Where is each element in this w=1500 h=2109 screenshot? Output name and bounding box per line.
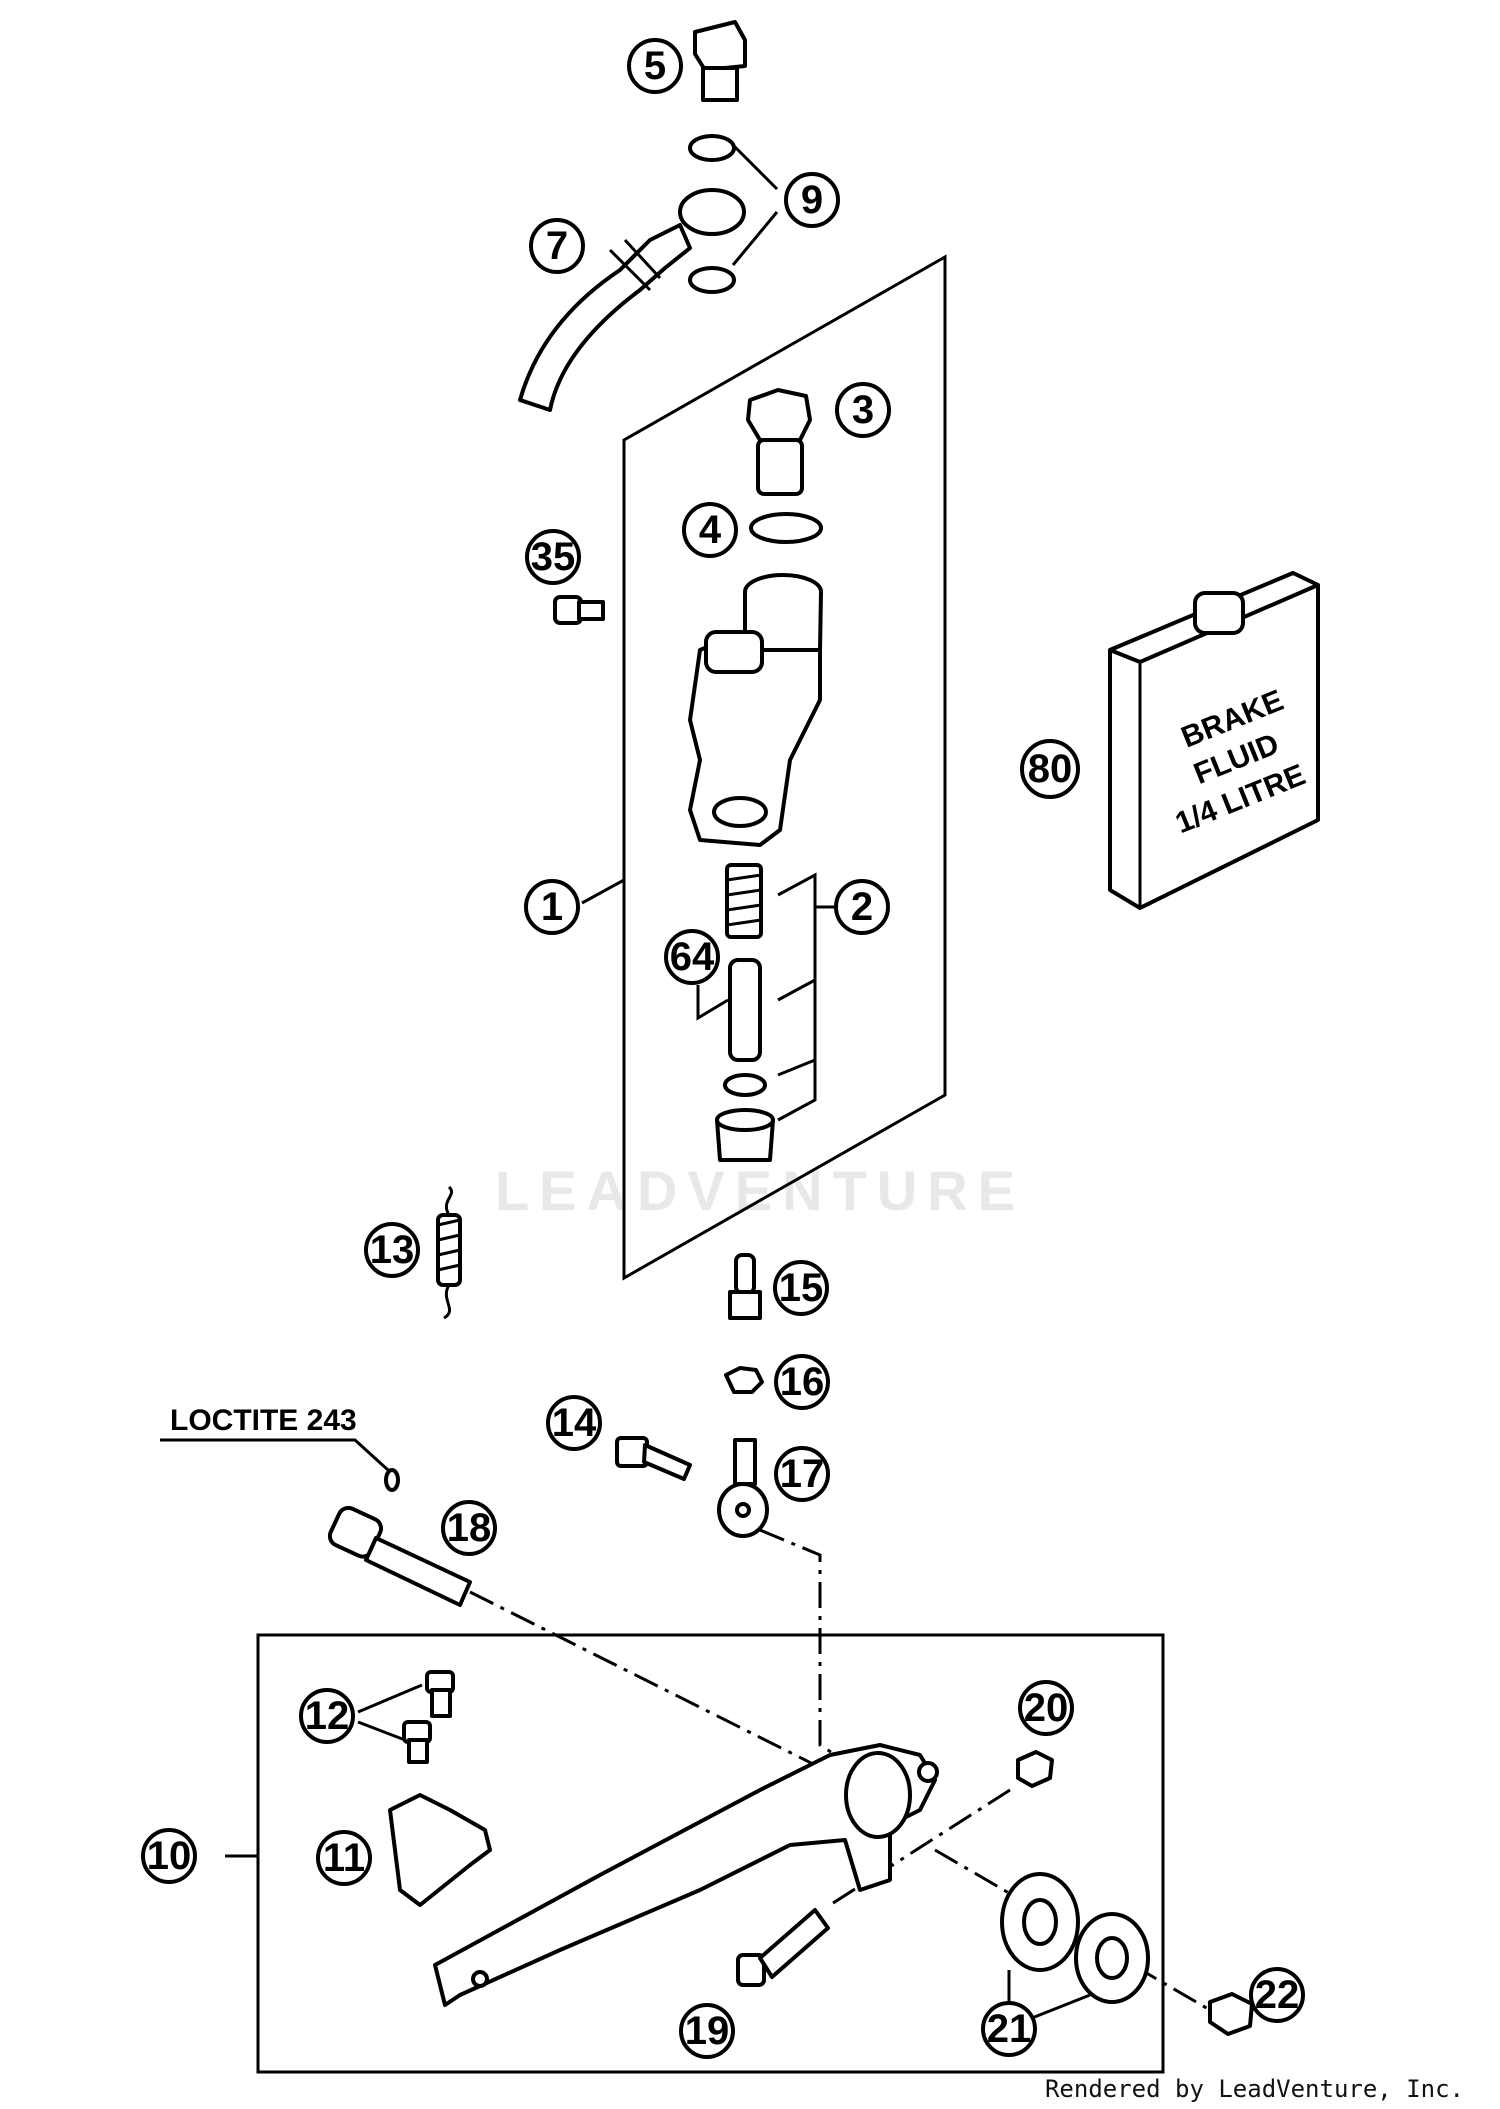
svg-text:21: 21 xyxy=(987,2007,1032,2051)
svg-text:19: 19 xyxy=(685,2009,730,2053)
svg-text:15: 15 xyxy=(779,1266,824,1310)
leader-lines xyxy=(225,143,834,1858)
kit-bracket-64 xyxy=(696,985,729,1021)
brake-fluid-jug: BRAKE FLUID 1/4 LITRE xyxy=(1108,571,1320,910)
svg-text:3: 3 xyxy=(852,388,874,432)
svg-text:35: 35 xyxy=(531,535,576,579)
svg-text:7: 7 xyxy=(546,224,568,268)
svg-text:20: 20 xyxy=(1024,1686,1069,1730)
callout-80: 80 xyxy=(1020,739,1080,799)
callout-18: 18 xyxy=(441,1500,497,1556)
o-ring xyxy=(749,512,823,544)
reservoir-fitting xyxy=(746,388,812,496)
svg-text:2: 2 xyxy=(851,885,873,929)
svg-text:80: 80 xyxy=(1028,747,1073,791)
piston-kit xyxy=(715,863,775,1162)
svg-text:5: 5 xyxy=(644,44,666,88)
axis-line-bolt xyxy=(469,1590,846,1782)
master-cylinder-panel xyxy=(622,254,947,1281)
callout-11: 11 xyxy=(316,1830,372,1886)
callout-3: 3 xyxy=(835,382,891,438)
kit-bracket-2 xyxy=(777,872,817,1122)
loctite-drop xyxy=(384,1468,400,1492)
callout-4: 4 xyxy=(682,502,738,558)
svg-text:9: 9 xyxy=(801,178,823,222)
credit-text: Rendered by LeadVenture, Inc. xyxy=(1044,2075,1464,2103)
screw-35 xyxy=(553,595,605,625)
svg-text:17: 17 xyxy=(780,1452,825,1496)
callout-15: 15 xyxy=(773,1260,829,1316)
callout-19: 19 xyxy=(679,2003,735,2059)
callout-16: 16 xyxy=(774,1354,830,1410)
callout-14: 14 xyxy=(546,1395,602,1451)
return-spring xyxy=(436,1185,462,1320)
callout-5: 5 xyxy=(627,38,683,94)
callout-1: 1 xyxy=(524,879,580,935)
callout-13: 13 xyxy=(364,1222,420,1278)
nut-22 xyxy=(1208,1992,1254,2036)
brake-pedal-tip xyxy=(388,1793,492,1907)
callout-21-leaders xyxy=(1007,1970,1091,2020)
master-cylinder-body xyxy=(688,573,823,847)
svg-text:4: 4 xyxy=(699,508,722,552)
bolt-19 xyxy=(736,1908,830,1987)
brake-lever xyxy=(433,1743,939,2007)
push-rod xyxy=(728,1253,762,1320)
callout-12: 12 xyxy=(299,1688,355,1744)
loctite-label: LOCTITE 243 xyxy=(170,1404,357,1437)
svg-text:18: 18 xyxy=(447,1506,492,1550)
svg-text:12: 12 xyxy=(305,1694,350,1738)
banjo-bolt xyxy=(693,20,747,102)
svg-text:13: 13 xyxy=(370,1228,415,1272)
lock-nut xyxy=(724,1366,764,1394)
callout-7: 7 xyxy=(529,218,585,274)
axis-line-bolt-19 xyxy=(829,1788,1011,1907)
callout-2: 2 xyxy=(834,879,890,935)
svg-text:11: 11 xyxy=(323,1836,365,1880)
callout-64: 64 xyxy=(664,929,720,985)
pivot-bolt xyxy=(327,1505,472,1607)
svg-text:1: 1 xyxy=(541,885,563,929)
svg-text:16: 16 xyxy=(780,1360,825,1404)
nut-20 xyxy=(1016,1750,1054,1788)
callout-20: 20 xyxy=(1018,1680,1074,1736)
loctite-leader xyxy=(160,1438,390,1472)
screws-12 xyxy=(402,1670,455,1764)
svg-text:64: 64 xyxy=(670,935,715,979)
clevis-eye xyxy=(717,1438,769,1538)
callout-17: 17 xyxy=(774,1446,830,1502)
callout-35: 35 xyxy=(525,529,581,585)
watermark-text: LEADVENTURE xyxy=(495,1159,1025,1222)
svg-text:14: 14 xyxy=(552,1401,597,1445)
svg-text:10: 10 xyxy=(147,1834,192,1878)
brake-lever-box xyxy=(256,1633,1165,2074)
brake-hose xyxy=(518,188,746,412)
callout-10: 10 xyxy=(141,1828,197,1884)
callout-21: 21 xyxy=(981,2001,1037,2057)
callout-9: 9 xyxy=(784,172,840,228)
bolt-14 xyxy=(615,1436,692,1481)
callout-22: 22 xyxy=(1249,1967,1305,2023)
bearings xyxy=(1000,1872,1150,2004)
svg-text:22: 22 xyxy=(1255,1973,1300,2017)
